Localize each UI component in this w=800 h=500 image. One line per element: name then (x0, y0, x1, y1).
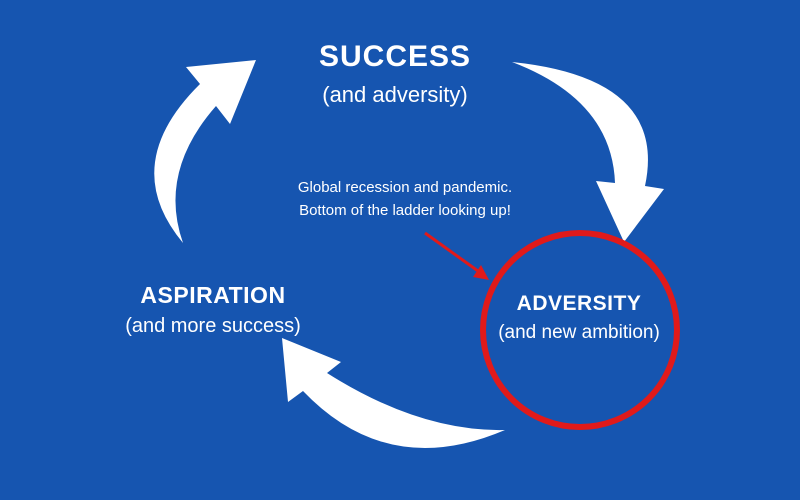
success-subtitle: (and adversity) (322, 82, 468, 107)
node-success: SUCCESS (and adversity) (319, 40, 471, 108)
success-title: SUCCESS (318, 40, 472, 73)
aspiration-title: ASPIRATION (140, 282, 286, 308)
curved-arrow-up-right-icon (154, 60, 256, 243)
annotation-line-2: Bottom of the ladder looking up! (299, 202, 511, 220)
node-aspiration: ASPIRATION (and more success) (125, 282, 301, 338)
aspiration-subtitle: (and more success) (125, 315, 301, 337)
annotation-text: Global recession and pandemic. Bottom of… (298, 176, 512, 223)
curved-arrow-down-icon (512, 62, 664, 242)
annotation-line-1: Global recession and pandemic. (297, 179, 513, 196)
curved-arrow-up-left-icon (282, 338, 505, 448)
callout-arrow-icon (424, 231, 489, 280)
highlight-circle (480, 230, 680, 430)
adversity-subtitle: (and new ambition) (498, 322, 660, 343)
adversity-title: ADVERSITY (516, 292, 642, 315)
node-adversity: ADVERSITY (and new ambition) (498, 292, 660, 344)
